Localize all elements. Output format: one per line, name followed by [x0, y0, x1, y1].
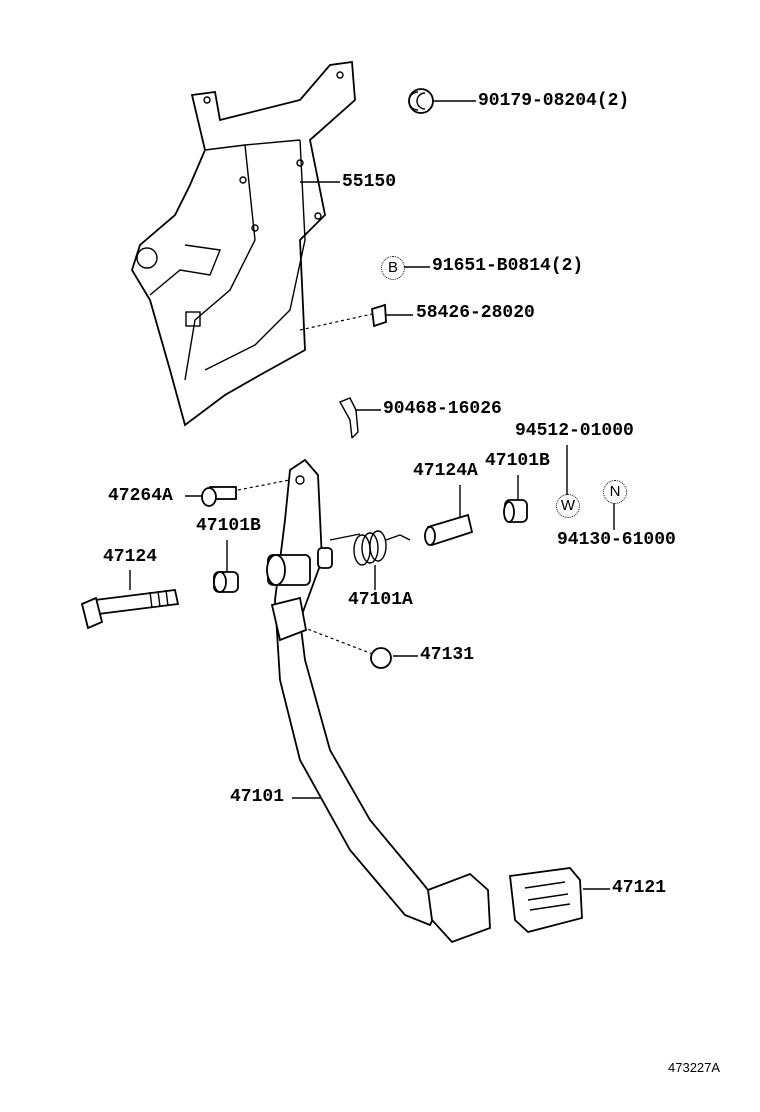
callout-58426-28020[interactable]: 58426-28020 [416, 303, 535, 323]
spring-47101a-part [329, 530, 411, 566]
stopper-47131-part [370, 647, 392, 669]
callout-47264a[interactable]: 47264A [108, 486, 173, 506]
callout-94130-61000[interactable]: 94130-61000 [557, 530, 676, 550]
callout-47101b-left[interactable]: 47101B [196, 516, 261, 536]
callout-47131[interactable]: 47131 [420, 645, 475, 665]
callout-47101a[interactable]: 47101A [348, 590, 413, 610]
collar-47124a-part [424, 513, 474, 547]
pin-47264a-part [201, 486, 237, 507]
figure-code: 473227A [668, 1060, 721, 1075]
callout-47101b-right[interactable]: 47101B [485, 451, 550, 471]
nut-90179-part [408, 88, 434, 114]
callout-47121[interactable]: 47121 [612, 878, 667, 898]
symbol-b-icon: B [381, 256, 405, 280]
symbol-w-icon: W [556, 494, 580, 518]
bolt-47124-part [80, 589, 180, 630]
callout-90468-16026[interactable]: 90468-16026 [383, 399, 502, 419]
callout-94512-01000[interactable]: 94512-01000 [515, 421, 634, 441]
cushion-58426-part [371, 303, 387, 328]
bracket-55150-part [131, 60, 356, 427]
callout-47124[interactable]: 47124 [103, 547, 158, 567]
pedal-pad-47121-part [509, 867, 583, 933]
callout-55150[interactable]: 55150 [342, 172, 397, 192]
callout-47101[interactable]: 47101 [230, 787, 285, 807]
callout-91651-b0814[interactable]: 91651-B0814(2) [432, 256, 584, 276]
bushing-47101b-right-part [503, 499, 528, 523]
callout-47124a[interactable]: 47124A [413, 461, 478, 481]
bushing-47101b-left-part [213, 571, 239, 593]
callout-90179-08204[interactable]: 90179-08204(2) [478, 91, 630, 111]
symbol-n-icon: N [603, 480, 627, 504]
pedal-arm-47101-part [266, 458, 491, 944]
clip-90468-part [339, 397, 359, 439]
